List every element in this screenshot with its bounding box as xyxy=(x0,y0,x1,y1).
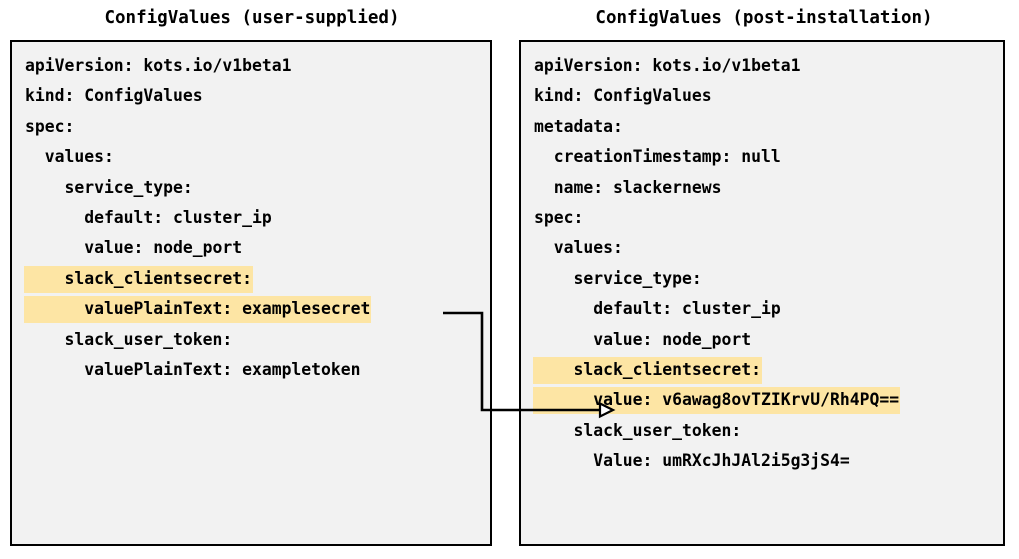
code-line: apiVersion: kots.io/v1beta1 xyxy=(521,51,1003,81)
code-line-text: spec: xyxy=(25,116,75,136)
panel-user-supplied: ConfigValues (user-supplied) apiVersion:… xyxy=(0,0,504,559)
panel-title-user-supplied: ConfigValues (user-supplied) xyxy=(104,8,400,28)
code-line: value: node_port xyxy=(521,325,1003,355)
code-line: valuePlainText: exampletoken xyxy=(12,355,490,385)
code-line-highlighted: valuePlainText: examplesecret xyxy=(12,294,490,324)
code-line: creationTimestamp: null xyxy=(521,142,1003,172)
code-line: values: xyxy=(12,142,490,172)
code-line: apiVersion: kots.io/v1beta1 xyxy=(12,51,490,81)
code-line-text: slack_clientsecret: xyxy=(533,356,762,384)
code-line: slack_user_token: xyxy=(12,325,490,355)
code-line-text: kind: ConfigValues xyxy=(534,86,712,106)
code-box-user-supplied: apiVersion: kots.io/v1beta1 kind: Config… xyxy=(10,40,492,546)
code-line-text: service_type: xyxy=(534,268,702,288)
code-lines-post-installation: apiVersion: kots.io/v1beta1 kind: Config… xyxy=(521,51,1003,476)
code-line-text: metadata: xyxy=(534,116,623,136)
code-line-highlighted: slack_clientsecret: xyxy=(521,355,1003,385)
code-line-text: kind: ConfigValues xyxy=(25,86,203,106)
panel-post-installation: ConfigValues (post-installation) apiVers… xyxy=(509,0,1019,559)
code-box-post-installation: apiVersion: kots.io/v1beta1 kind: Config… xyxy=(519,40,1005,546)
code-line-text: apiVersion: kots.io/v1beta1 xyxy=(25,56,292,75)
code-line: name: slackernews xyxy=(521,173,1003,203)
code-line: service_type: xyxy=(521,264,1003,294)
code-line-text: slack_user_token: xyxy=(534,420,742,440)
code-line: value: node_port xyxy=(12,233,490,263)
code-lines-user-supplied: apiVersion: kots.io/v1beta1 kind: Config… xyxy=(12,51,490,385)
code-line: default: cluster_ip xyxy=(12,203,490,233)
code-line-text: valuePlainText: examplesecret xyxy=(24,296,372,324)
code-line-text: value: v6awag8ovTZIKrvU/Rh4PQ== xyxy=(533,387,901,415)
code-line-highlighted: slack_clientsecret: xyxy=(12,264,490,294)
code-line: service_type: xyxy=(12,173,490,203)
code-line-text: value: node_port xyxy=(25,238,243,258)
code-line: values: xyxy=(521,233,1003,263)
code-line-text: value: node_port xyxy=(534,329,752,349)
code-line: spec: xyxy=(12,112,490,142)
code-line-text: default: cluster_ip xyxy=(534,299,781,319)
code-line: slack_user_token: xyxy=(521,416,1003,446)
code-line-text: slack_clientsecret: xyxy=(24,265,253,293)
code-line: kind: ConfigValues xyxy=(12,81,490,111)
code-line: Value: umRXcJhJAl2i5g3jS4= xyxy=(521,446,1003,476)
code-line-text: slack_user_token: xyxy=(25,329,233,349)
code-line-text: default: cluster_ip xyxy=(25,207,272,227)
code-line: kind: ConfigValues xyxy=(521,81,1003,111)
code-line-text: valuePlainText: exampletoken xyxy=(25,359,361,379)
code-line-text: service_type: xyxy=(25,177,193,197)
code-line-text: values: xyxy=(25,147,114,167)
code-line-text: creationTimestamp: null xyxy=(534,147,781,167)
code-line-text: values: xyxy=(534,238,623,258)
panel-title-post-installation: ConfigValues (post-installation) xyxy=(595,8,933,28)
code-line: default: cluster_ip xyxy=(521,294,1003,324)
code-line-highlighted: value: v6awag8ovTZIKrvU/Rh4PQ== xyxy=(521,385,1003,415)
code-line: spec: xyxy=(521,203,1003,233)
code-line-text: spec: xyxy=(534,207,584,227)
code-line-text: Value: umRXcJhJAl2i5g3jS4= xyxy=(534,451,850,471)
code-line-text: name: slackernews xyxy=(534,177,722,197)
code-line-text: apiVersion: kots.io/v1beta1 xyxy=(534,56,801,75)
code-line: metadata: xyxy=(521,112,1003,142)
